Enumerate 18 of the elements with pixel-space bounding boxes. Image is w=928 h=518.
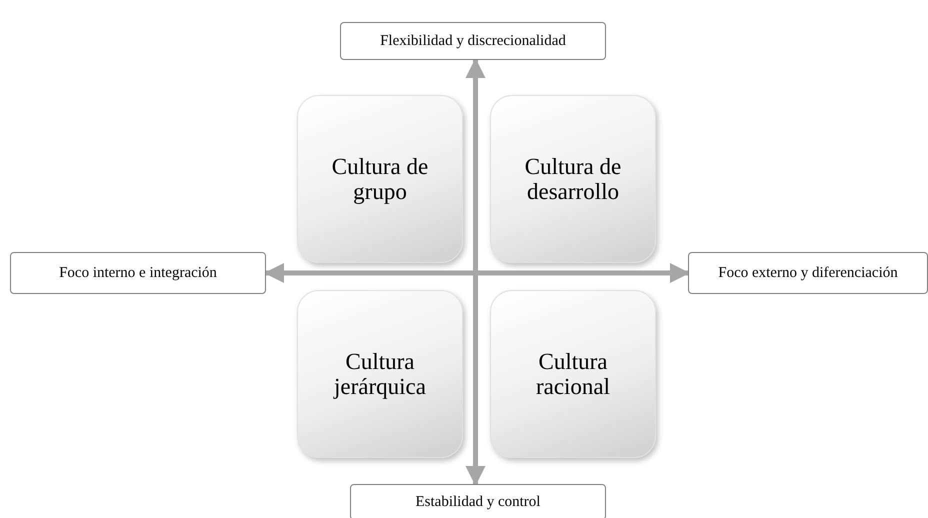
quadrant-title: Cultura de desarrollo [524,154,622,204]
axis-label: Flexibilidad y discrecionalidad [380,32,566,50]
label-box [350,484,606,518]
axis-label: Estabilidad y control [416,494,540,510]
label-box [688,252,928,294]
axis-label: Foco interno e integración [59,264,217,282]
quadrant-box [297,290,463,458]
quadrant-title: Cultura jerárquica [332,348,427,400]
quadrant-box [490,290,656,458]
quadrant-title: Cultura de grupo [330,154,430,204]
quadrant-box [297,95,463,263]
quadrant-box [490,95,656,263]
quadrant-title: Cultura racional [534,348,612,400]
axis-label: Foco externo y diferenciación [718,264,898,282]
double-arrow [264,263,690,283]
label-box [10,252,266,294]
double-arrow [466,58,486,486]
label-box [340,22,606,60]
